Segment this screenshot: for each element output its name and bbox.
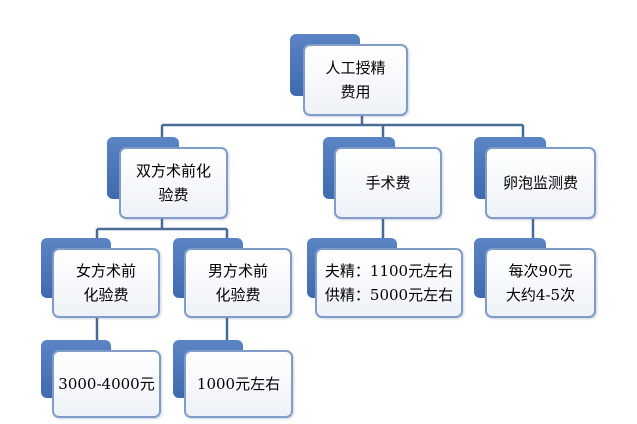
node-card: 每次90元 大约4-5次 — [485, 248, 596, 318]
node-ovulation-monitoring: 卵泡监测费 — [474, 137, 596, 219]
node-ovulation-detail: 每次90元 大约4-5次 — [474, 238, 596, 318]
node-label-line: 每次90元 — [508, 262, 573, 280]
node-card: 3000-4000元 — [52, 350, 161, 418]
node-card: 卵泡监测费 — [485, 147, 596, 219]
node-card: 男方术前 化验费 — [184, 248, 292, 318]
node-female-test: 女方术前 化验费 — [41, 238, 160, 318]
node-label-line: 人工授精 — [325, 59, 386, 77]
node-label-line: 双方术前化 — [135, 162, 211, 180]
node-label-line: 化验费 — [215, 286, 261, 304]
node-label-line: 手术费 — [365, 174, 411, 192]
node-card: 1000元左右 — [184, 350, 293, 418]
node-label-line: 3000-4000元 — [58, 375, 155, 393]
node-card: 夫精：1100元左右 供精：5000元左右 — [315, 248, 463, 318]
node-label-line: 化验费 — [83, 286, 129, 304]
node-label-line: 验费 — [158, 186, 189, 204]
node-label-line: 费用 — [340, 83, 371, 101]
node-label-line: 供精：5000元左右 — [324, 286, 454, 304]
node-label-line: 1000元左右 — [196, 375, 281, 393]
node-pre-test: 双方术前化 验费 — [107, 137, 228, 219]
node-label-line: 卵泡监测费 — [502, 174, 578, 192]
node-surgery-fee: 手术费 — [323, 137, 442, 219]
node-label-line: 大约4-5次 — [505, 286, 576, 304]
node-male-test: 男方术前 化验费 — [173, 238, 292, 318]
node-label-line: 男方术前 — [207, 262, 268, 280]
node-surgery-detail: 夫精：1100元左右 供精：5000元左右 — [307, 238, 463, 318]
node-female-cost: 3000-4000元 — [41, 340, 161, 418]
node-card: 手术费 — [334, 147, 442, 219]
node-label-line: 女方术前 — [75, 262, 136, 280]
node-card: 人工授精 费用 — [303, 44, 408, 116]
node-root: 人工授精 费用 — [290, 34, 408, 116]
node-card: 女方术前 化验费 — [52, 248, 160, 318]
node-label-line: 夫精：1100元左右 — [324, 262, 454, 280]
node-male-cost: 1000元左右 — [173, 340, 293, 418]
node-card: 双方术前化 验费 — [119, 147, 228, 219]
